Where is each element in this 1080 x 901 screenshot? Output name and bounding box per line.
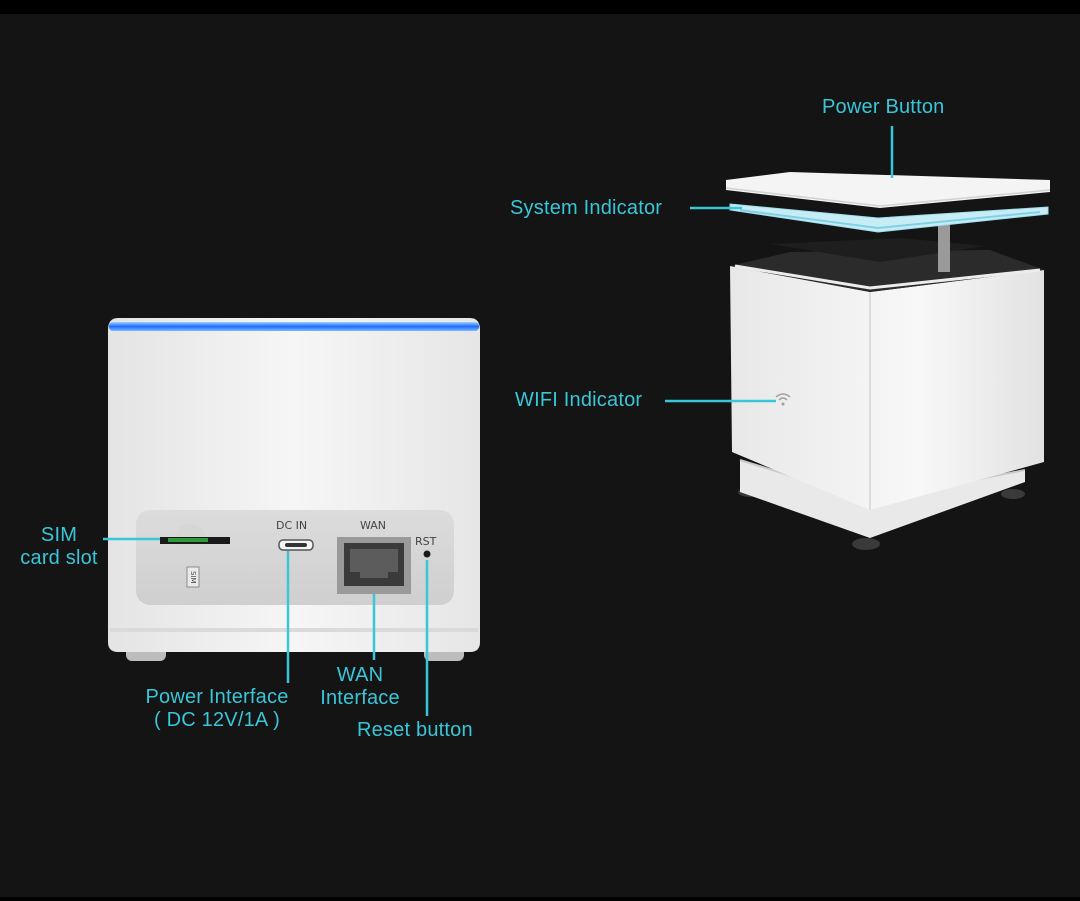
label-wifi-indicator: WIFI Indicator [515, 389, 643, 411]
support-post [938, 224, 950, 272]
inner-board [770, 238, 985, 262]
sim-card-inserted [168, 538, 208, 542]
exploded-router [725, 172, 1051, 550]
top-plate [726, 172, 1050, 208]
reset-hole [423, 550, 431, 558]
label-sim-line1: SIM [40, 524, 78, 546]
base-foot [852, 538, 880, 550]
sim-tag-label: SIM [189, 571, 197, 584]
top-border [0, 0, 1080, 14]
wan-port-label: WAN [360, 519, 387, 532]
system-indicator-ring [729, 203, 1049, 233]
dc-in-port-label: DC IN [276, 519, 308, 532]
leader-lines [103, 126, 894, 716]
cube-body [730, 266, 1044, 510]
label-wan-line1: WAN [336, 664, 384, 686]
label-sim-line2: card slot [20, 547, 98, 569]
front-router [108, 318, 480, 661]
sim-tag [186, 566, 200, 588]
label-wan-line2: Interface [320, 687, 400, 709]
router-led-strip [109, 322, 479, 331]
bottom-border [0, 897, 1080, 901]
cube-interior [730, 250, 1044, 292]
label-power-interface-line1: Power Interface [145, 686, 289, 708]
wifi-indicator-icon [775, 393, 791, 406]
base-foot [1001, 489, 1025, 499]
router-bottom-lip [110, 628, 478, 632]
label-power-interface-line2: ( DC 12V/1A ) [154, 709, 280, 731]
rst-port-label: RST [415, 535, 437, 548]
label-reset-button: Reset button [357, 719, 473, 741]
label-system-indicator: System Indicator [510, 197, 663, 219]
label-power-button: Power Button [822, 96, 945, 118]
